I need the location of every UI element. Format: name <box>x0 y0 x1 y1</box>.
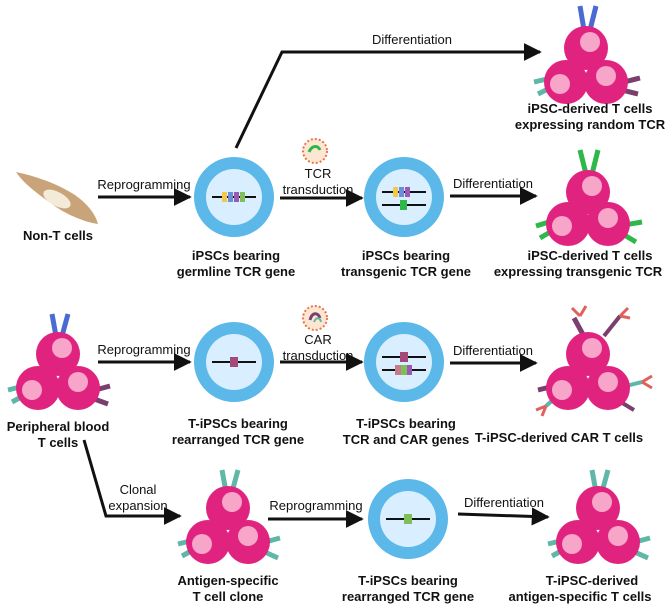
label-car-transduction-2: transduction <box>283 348 354 363</box>
label-ag-t-1: T-iPSC-derived <box>546 573 639 588</box>
label-tipsc-rearranged-bottom-1: T-iPSCs bearing <box>358 573 458 588</box>
arrow-differentiation-top <box>234 43 542 149</box>
label-non-t-cells: Non-T cells <box>23 228 93 243</box>
label-ipsc-transgenic-1: iPSCs bearing <box>362 248 450 263</box>
node-labels: Non-T cells iPSCs bearing germline TCR g… <box>7 101 666 604</box>
label-clonal-expansion-2: expansion <box>108 498 167 513</box>
label-ag-t-2: antigen-specific T cells <box>508 589 651 604</box>
label-ipsc-germline-2: germline TCR gene <box>177 264 295 279</box>
label-ipsc-transgenic-2: transgenic TCR gene <box>341 264 471 279</box>
label-car-transduction-1: CAR <box>304 332 331 347</box>
label-pb-t-cells-2: T cells <box>38 435 78 450</box>
ipsc-transgenic-icon <box>364 157 444 237</box>
label-t-transgenic-2: expressing transgenic TCR <box>494 264 663 279</box>
label-t-random-2: expressing random TCR <box>515 117 666 132</box>
label-tcr-transduction-1: TCR <box>305 166 332 181</box>
edge-labels: Differentiation Reprogramming TCR transd… <box>97 32 544 513</box>
label-tipsc-rearranged-1: T-iPSCs bearing <box>188 416 288 431</box>
label-differentiation-2: Differentiation <box>453 176 533 191</box>
antigen-specific-t-cells-icon <box>547 469 651 564</box>
t-cells-random-tcr-icon <box>533 5 641 104</box>
ipsc-germline-icon <box>194 157 274 237</box>
peripheral-blood-t-cells-icon <box>7 313 111 410</box>
t-cell-clone-icon <box>177 469 281 564</box>
car-t-cells-icon <box>535 305 653 417</box>
label-car-t: T-iPSC-derived CAR T cells <box>475 430 643 445</box>
label-clone-2: T cell clone <box>193 589 264 604</box>
car-virus-icon <box>302 305 328 331</box>
label-clonal-expansion-1: Clonal <box>120 482 157 497</box>
label-differentiation-top: Differentiation <box>372 32 452 47</box>
label-differentiation-3: Differentiation <box>453 343 533 358</box>
tipsc-car-icon <box>364 322 444 402</box>
label-reprogramming-2: Reprogramming <box>97 342 190 357</box>
non-t-cell-icon <box>16 172 98 224</box>
label-tipsc-rearranged-2: rearranged TCR gene <box>172 432 304 447</box>
label-pb-t-cells-1: Peripheral blood <box>7 419 110 434</box>
arrow-differentiation-4 <box>457 507 550 526</box>
tipsc-rearranged-bottom-icon <box>368 479 448 559</box>
tipsc-rearranged-icon <box>194 322 274 402</box>
label-tcr-transduction-2: transduction <box>283 182 354 197</box>
label-reprogramming-3: Reprogramming <box>269 498 362 513</box>
tcr-virus-icon <box>302 138 328 164</box>
arrow-clonal-expansion <box>82 439 182 525</box>
label-tipsc-car-2: TCR and CAR genes <box>343 432 469 447</box>
label-ipsc-germline-1: iPSCs bearing <box>192 248 280 263</box>
arrows <box>82 43 550 528</box>
label-reprogramming-1: Reprogramming <box>97 177 190 192</box>
label-t-random-1: iPSC-derived T cells <box>528 101 653 116</box>
label-differentiation-4: Differentiation <box>464 495 544 510</box>
label-t-transgenic-1: iPSC-derived T cells <box>528 248 653 263</box>
label-clone-1: Antigen-specific <box>177 573 278 588</box>
t-cells-transgenic-tcr-icon <box>535 149 643 246</box>
label-tipsc-car-1: T-iPSCs bearing <box>356 416 456 431</box>
label-tipsc-rearranged-bottom-2: rearranged TCR gene <box>342 589 474 604</box>
